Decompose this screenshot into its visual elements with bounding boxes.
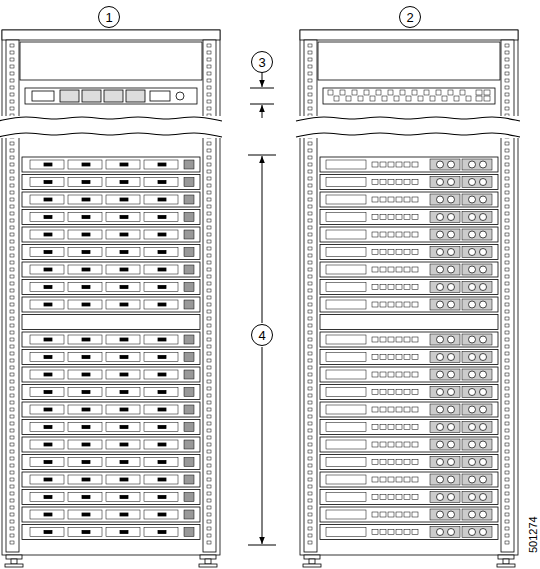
rear-rack xyxy=(296,30,522,567)
dimension-lines xyxy=(248,72,276,545)
callout-text: 1 xyxy=(105,11,112,24)
callout-number: 4 xyxy=(251,324,273,346)
front-rack xyxy=(0,30,224,567)
callout-number: 3 xyxy=(251,51,273,73)
figure-number: 501274 xyxy=(527,516,539,553)
callout-text: 4 xyxy=(258,329,265,342)
callout-text: 2 xyxy=(406,11,413,24)
callout-number: 1 xyxy=(98,6,120,28)
callout-text: 3 xyxy=(258,56,265,69)
callout-number: 2 xyxy=(399,6,421,28)
